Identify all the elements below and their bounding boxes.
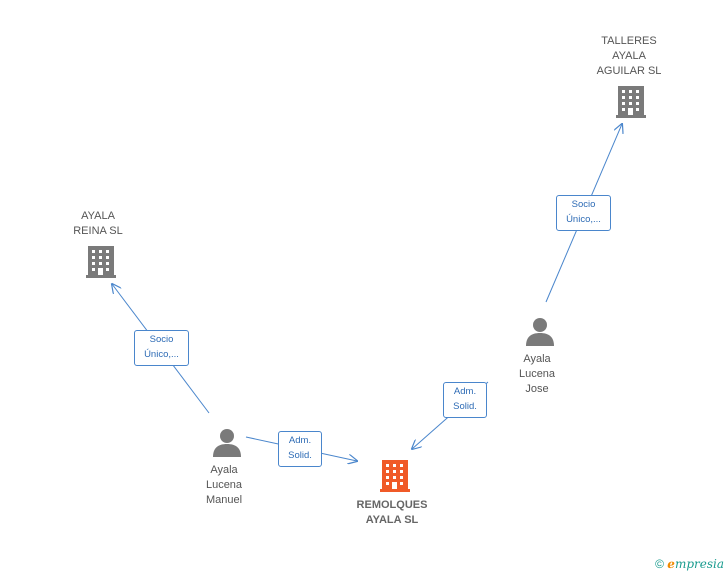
- node-label-manuel[interactable]: Ayala Lucena Manuel: [205, 464, 243, 506]
- edge-label-manuel-remolques: Adm. Solid.: [278, 431, 322, 467]
- node-label-ayala-reina[interactable]: AYALA REINA SL: [73, 210, 123, 237]
- node-label-remolques[interactable]: REMOLQUES AYALA SL: [356, 499, 428, 526]
- person-icon[interactable]: [213, 429, 241, 457]
- person-icon[interactable]: [526, 318, 554, 346]
- node-label-talleres[interactable]: TALLERES AYALA AGUILAR SL: [596, 35, 662, 77]
- edge-label-jose-talleres: Socio Único,...: [556, 195, 611, 231]
- empresia-logo: © ℯmpresia: [655, 557, 724, 571]
- copyright-symbol: ©: [655, 557, 664, 571]
- brand-name: mpresia: [674, 557, 724, 571]
- edge-label-jose-remolques: Adm. Solid.: [443, 382, 487, 418]
- building-icon[interactable]: [86, 246, 116, 278]
- node-label-jose[interactable]: Ayala Lucena Jose: [518, 353, 556, 395]
- brand-e: ℯ: [667, 557, 675, 571]
- edge-label-manuel-reina: Socio Único,...: [134, 330, 189, 366]
- building-icon[interactable]: [380, 460, 410, 492]
- building-icon[interactable]: [616, 86, 646, 118]
